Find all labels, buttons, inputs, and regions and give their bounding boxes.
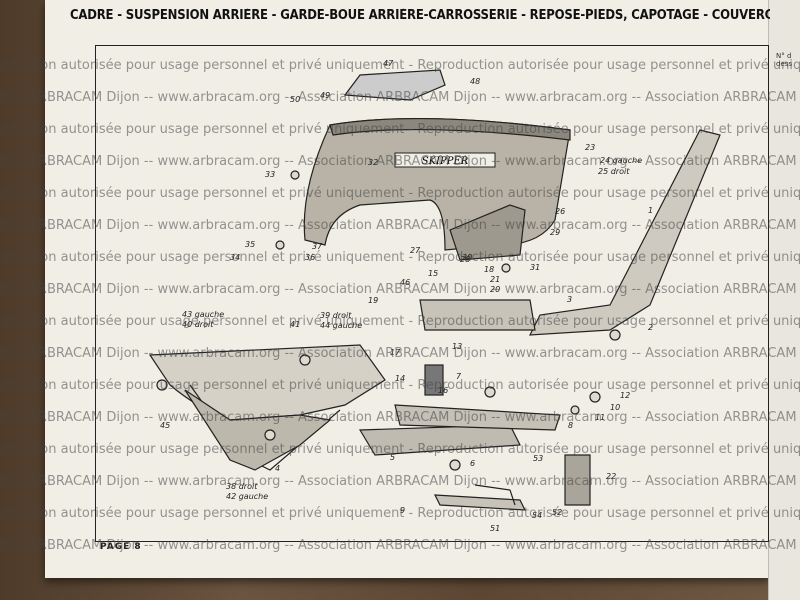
watermark-line: oduction autorisée pour usage personnel …: [0, 506, 800, 521]
watermark-line: tion ARBRACAM Dijon -- www.arbracam.org …: [0, 154, 800, 169]
frame-bracket: [419, 299, 536, 331]
brand-badge-frame: [394, 152, 496, 168]
callout-49: 42 gauche: [226, 492, 268, 501]
callout-25: 19: [368, 296, 378, 305]
callout-46: 45: [160, 421, 170, 430]
callout-36: 14: [395, 374, 405, 383]
bracket-26: [449, 204, 526, 261]
callout-31: 39 droit: [320, 311, 352, 320]
callout-10: 26: [555, 207, 565, 216]
callout-40: 10: [610, 403, 620, 412]
lower-arm: [394, 404, 561, 431]
callout-50: 53: [533, 454, 543, 463]
page-number: PAGE 8: [100, 542, 142, 552]
watermark-line: oduction autorisée pour usage personnel …: [0, 442, 800, 457]
callout-8: 33: [265, 170, 275, 179]
callout-22: 31: [530, 263, 540, 272]
callout-39: 12: [620, 391, 630, 400]
page-title: CADRE - SUSPENSION ARRIÈRE - GARDE-BOUE …: [70, 8, 770, 23]
watermark-line: oduction autorisée pour usage personnel …: [0, 186, 800, 201]
watermark-line: tion ARBRACAM Dijon -- www.arbracam.org …: [0, 474, 800, 489]
callout-47: 4: [275, 464, 280, 473]
callout-44: 5: [390, 453, 395, 462]
callout-5: 24 gauche: [600, 156, 642, 165]
callout-26: 3: [567, 295, 572, 304]
callout-37: 16: [438, 386, 448, 395]
callout-1: 48: [470, 77, 480, 86]
callout-27: 2: [648, 323, 653, 332]
callout-6: 25 droit: [598, 167, 630, 176]
callout-43: 9: [400, 506, 405, 515]
diagram-frame: [95, 45, 769, 542]
central-stand-part: [564, 454, 591, 506]
callout-14: 34: [230, 253, 240, 262]
callout-15: 36: [305, 253, 315, 262]
callout-3: 49: [320, 91, 330, 100]
callout-17: 28: [460, 255, 470, 264]
callout-2: 50: [290, 95, 300, 104]
callout-12: 35: [245, 240, 255, 249]
luggage-rack: [343, 69, 446, 101]
stand-leg: [433, 494, 527, 511]
callout-11: 29: [550, 228, 560, 237]
callout-19: 18: [484, 265, 494, 274]
callout-23: 30: [462, 253, 472, 262]
side-cover: [184, 389, 332, 471]
watermark-line: tion ARBRACAM Dijon -- www.arbracam.org …: [0, 346, 800, 361]
watermark-line: oduction autorisée pour usage personnel …: [0, 378, 800, 393]
callout-34: 13: [452, 342, 462, 351]
callout-21: 20: [490, 285, 500, 294]
callout-18: 15: [428, 269, 438, 278]
callout-20: 21: [490, 275, 500, 284]
side-column-header: N° d dess: [776, 52, 793, 68]
callout-28: 22: [606, 472, 616, 481]
spring: [424, 364, 444, 396]
callout-7: 32: [368, 158, 378, 167]
callout-45: 6: [470, 459, 475, 468]
callout-16: 27: [410, 246, 421, 255]
callout-53: 51: [490, 524, 500, 533]
callout-4: 23: [585, 143, 595, 152]
callout-13: 37: [312, 242, 323, 251]
frame-tube: [528, 129, 721, 336]
watermark-line: oduction autorisée pour usage personnel …: [0, 314, 800, 329]
callout-32: 44 gauche: [320, 321, 362, 330]
watermark-line: oduction autorisée pour usage personnel …: [0, 250, 800, 265]
callout-0: 47: [383, 59, 394, 68]
callout-48: 38 droit: [226, 482, 258, 491]
callout-30: 40 droit: [182, 320, 214, 329]
callout-35: 17: [390, 348, 401, 357]
watermark-line: tion ARBRACAM Dijon -- www.arbracam.org …: [0, 410, 800, 425]
watermark-line: tion ARBRACAM Dijon -- www.arbracam.org …: [0, 218, 800, 233]
callout-29: 43 gauche: [182, 310, 224, 319]
callout-42: 8: [568, 421, 573, 430]
callout-9: 1: [648, 206, 653, 215]
watermark-line: tion ARBRACAM Dijon -- www.arbracam.org …: [0, 538, 800, 553]
callout-41: 11: [595, 413, 605, 422]
callout-33: 41: [290, 320, 300, 329]
callout-51: 52: [552, 508, 562, 517]
callout-38: 7: [456, 372, 462, 381]
callout-52: 54: [532, 511, 542, 520]
watermark-line: tion ARBRACAM Dijon -- www.arbracam.org …: [0, 90, 800, 105]
brand-badge: SKIPPER: [422, 156, 469, 167]
callout-24: 46: [400, 278, 410, 287]
watermark-line: oduction autorisée pour usage personnel …: [0, 58, 800, 73]
watermark-line: oduction autorisée pour usage personnel …: [0, 122, 800, 137]
watermark-line: tion ARBRACAM Dijon -- www.arbracam.org …: [0, 282, 800, 297]
